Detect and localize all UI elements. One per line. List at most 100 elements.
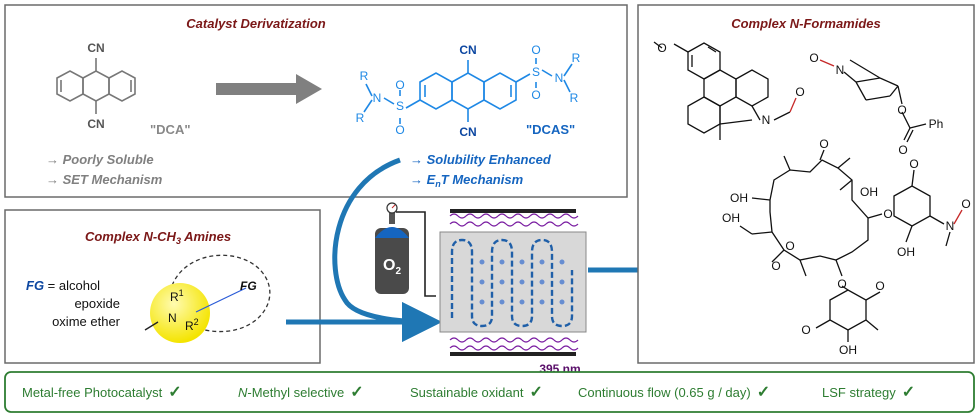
dcas-n-right: N	[555, 71, 564, 85]
o2-cylinder: O2	[375, 202, 436, 297]
desosamine-formyl-o: O	[961, 197, 970, 211]
catalyst-panel-title: Catalyst Derivatization	[186, 16, 325, 31]
dcas-r-right-bottom: R	[570, 91, 579, 105]
macrolide-ring-o: O	[785, 239, 794, 253]
macrolide-ketone-o: O	[819, 137, 828, 151]
check-icon: ✓	[757, 384, 770, 401]
dca-note-1: → Poorly Soluble	[46, 152, 154, 167]
amine-r1: R1	[170, 288, 184, 304]
amine-r2-sup: 2	[194, 317, 199, 327]
amine-title-prefix: Complex N-CH	[85, 229, 177, 244]
amine-panel-title: Complex N-CH3 Amines	[85, 229, 231, 246]
footer-item-flow: Continuous flow (0.65 g / day) ✓	[578, 384, 770, 401]
product-panel: Complex N-Formamides O N O	[637, 4, 975, 364]
dcas-o-right-top: O	[531, 43, 540, 57]
dcas-note-2: → EnT Mechanism	[410, 172, 524, 189]
footer-item-2-label: -Methyl selective	[247, 385, 344, 400]
check-icon: ✓	[529, 384, 542, 401]
amine-panel: Complex N-CH3 Amines FG = alcohol epoxid…	[4, 209, 321, 364]
check-icon: ✓	[902, 384, 915, 401]
cladinose-oh: OH	[839, 343, 857, 357]
dcas-note-1: → Solubility Enhanced	[410, 152, 552, 167]
dcas-cn-bottom: CN	[459, 125, 476, 139]
led-bar-bottom	[450, 352, 576, 356]
o2-label: O2	[383, 257, 401, 277]
dcas-note-2-prefix: → E	[410, 172, 436, 187]
flow-reactor: 395 nm	[439, 209, 587, 376]
footer-item-2-prefix: N	[238, 385, 248, 400]
dcas-o-right-bottom: O	[531, 88, 540, 102]
led-bar-top	[450, 209, 576, 213]
morphinan-n: N	[762, 113, 771, 127]
dca-cn-bottom: CN	[87, 117, 104, 131]
dcas-r-right-top: R	[572, 51, 581, 65]
o2-letter: O	[383, 257, 395, 274]
macrolide-glyco-o: O	[883, 207, 892, 221]
dca-structure	[56, 58, 136, 114]
check-icon: ✓	[350, 384, 363, 401]
cladinose-ome-o: O	[801, 323, 810, 337]
catalyst-panel: Catalyst Derivatization CN CN "DCA" → Po…	[4, 4, 628, 198]
fg-eq: = alcohol	[44, 278, 100, 293]
amine-r2: R2	[185, 317, 199, 333]
led-strip-top	[449, 213, 579, 227]
desosamine-n: N	[946, 219, 955, 233]
led-strip-bottom	[449, 337, 579, 351]
amine-r2-letter: R	[185, 319, 194, 333]
macrolide-oh-1: OH	[730, 191, 748, 205]
footer-item-metal-free: Metal-free Photocatalyst ✓	[22, 384, 182, 401]
macrolide-structure	[739, 149, 963, 342]
macrolide-oh-3: OH	[722, 211, 740, 225]
check-icon: ✓	[168, 384, 181, 401]
fg-label: FG	[26, 278, 44, 293]
tropane-structure	[819, 59, 927, 143]
o2-sub: 2	[395, 266, 401, 277]
product-panel-title: Complex N-Formamides	[731, 16, 881, 31]
sugar-ring-o: O	[909, 157, 918, 171]
n-methyl-highlight	[150, 283, 210, 343]
footer-item-oxidant: Sustainable oxidant ✓	[410, 384, 543, 401]
amine-r1-letter: R	[170, 290, 179, 304]
tropane-formyl-o: O	[809, 51, 818, 65]
dcas-o-left-bottom: O	[395, 123, 404, 137]
fg-on-ring: FG	[240, 279, 257, 293]
macrolide-oh-2: OH	[860, 185, 878, 199]
dcas-r-left-bottom: R	[356, 111, 365, 125]
light-droplets	[479, 259, 565, 305]
tropane-ester-o: O	[897, 103, 906, 117]
derivatization-arrow	[216, 74, 322, 104]
cladinose-ring-o: O	[875, 279, 884, 293]
fg-item-oxime: oxime ether	[52, 314, 121, 329]
footer-item-lsf: LSF strategy ✓	[822, 384, 915, 401]
tropane-carbonyl-o: O	[898, 143, 907, 157]
dcas-label: "DCAS"	[526, 122, 575, 137]
macrolide-lactone-o: O	[771, 259, 780, 273]
amine-r1-sup: 1	[179, 288, 184, 298]
dcas-note-2-sub: n	[435, 179, 441, 189]
dcas-s-left: S	[396, 99, 404, 113]
amine-title-sub: 3	[176, 236, 181, 246]
footer-item-5-label: LSF strategy	[822, 385, 896, 400]
dca-note-2: → SET Mechanism	[46, 172, 163, 187]
footer-item-1-label: Metal-free Photocatalyst	[22, 385, 163, 400]
dca-cn-top: CN	[87, 41, 104, 55]
dcas-o-left-top: O	[395, 78, 404, 92]
morphinan-o: O	[657, 41, 666, 55]
tropane-ph: Ph	[929, 117, 944, 131]
fg-item-epoxide: epoxide	[74, 296, 120, 311]
footer-item-3-label: Sustainable oxidant	[410, 385, 524, 400]
morphinan-formyl-o: O	[795, 85, 804, 99]
dcas-cn-top: CN	[459, 43, 476, 57]
fg-link-bond	[195, 287, 247, 313]
footer-bar: Metal-free Photocatalyst ✓ N-Methyl selec…	[4, 371, 975, 413]
n-methyl-bond	[144, 321, 159, 331]
fg-definition: FG = alcohol	[26, 278, 100, 293]
footer-item-4-label: Continuous flow (0.65 g / day)	[578, 385, 751, 400]
dcas-r-left-top: R	[360, 69, 369, 83]
dcas-note-2-suffix: T Mechanism	[441, 172, 524, 187]
footer-item-n-methyl: N-Methyl selective ✓	[238, 384, 364, 401]
cladinose-link-o: O	[837, 277, 846, 291]
fg-ring-dashed	[169, 254, 271, 333]
dcas-s-right: S	[532, 65, 540, 79]
